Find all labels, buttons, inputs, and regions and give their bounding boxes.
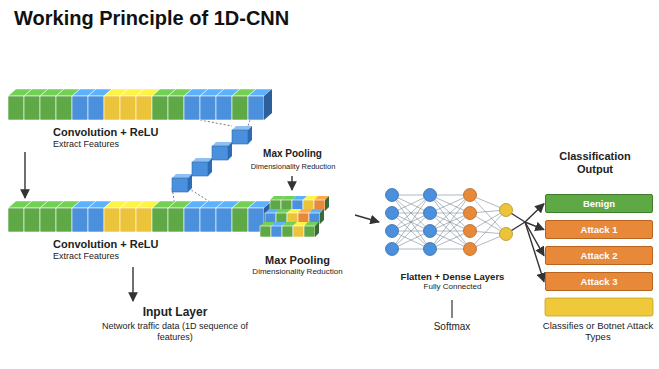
node-heading: Attack 1 xyxy=(550,224,648,235)
output-class: Attack 2 xyxy=(545,246,653,265)
connector-arrow xyxy=(525,204,544,222)
title: Working Principle of 1D-CNN xyxy=(14,6,289,30)
output-bar xyxy=(545,298,653,316)
node-heading: Max Pooling xyxy=(240,254,355,267)
bar-figure xyxy=(8,200,280,234)
node-note: Extract Features xyxy=(53,251,280,262)
node-note: Dimensionality Reduction xyxy=(240,267,355,277)
pooling-arrow xyxy=(291,176,292,190)
softmax-label: Softmax xyxy=(412,321,492,333)
node-heading: Convolution + ReLU xyxy=(53,126,280,139)
pooling-stack: Max PoolingDimensionality Reduction xyxy=(240,190,355,277)
output-class: Attack 1 xyxy=(545,220,653,239)
conv-layer: Convolution + ReLUExtract Features xyxy=(8,200,280,262)
conv-layer: Convolution + ReLUExtract Features xyxy=(8,88,280,150)
stage-label: Max Pooling xyxy=(245,148,340,160)
stack-figure xyxy=(240,190,355,240)
connector-arrow xyxy=(24,152,25,198)
node-heading: Flatten + Dense Layers xyxy=(380,271,525,282)
input-arrow xyxy=(132,267,133,301)
nn-figure xyxy=(380,180,525,265)
kernel-blocks xyxy=(172,126,252,192)
node-heading: Convolution + ReLU xyxy=(53,238,280,251)
node-heading: Benign xyxy=(550,198,648,209)
dense-network: Flatten + Dense LayersFully Connected xyxy=(380,180,525,292)
guide-lines xyxy=(172,120,250,205)
connector-arrow xyxy=(525,222,544,282)
connector-arrow xyxy=(355,215,379,222)
output-class: Attack 3 xyxy=(545,272,653,291)
input-label: Input Layer xyxy=(95,305,255,319)
softmax-line xyxy=(451,300,452,318)
output-note: Classifies or Botnet Attack Types xyxy=(540,320,656,343)
bar-figure xyxy=(8,88,280,122)
output-class: Benign xyxy=(545,194,653,213)
node-note: Fully Connected xyxy=(380,282,525,292)
output-heading: Classification Output xyxy=(540,150,650,176)
input-note: Network traffic data (1D sequence of fea… xyxy=(95,321,255,343)
node-heading: Attack 3 xyxy=(550,276,648,287)
node-note: Extract Features xyxy=(53,139,280,150)
stage-note: Dimensionality Reduction xyxy=(238,162,348,171)
node-heading: Attack 2 xyxy=(550,250,648,261)
